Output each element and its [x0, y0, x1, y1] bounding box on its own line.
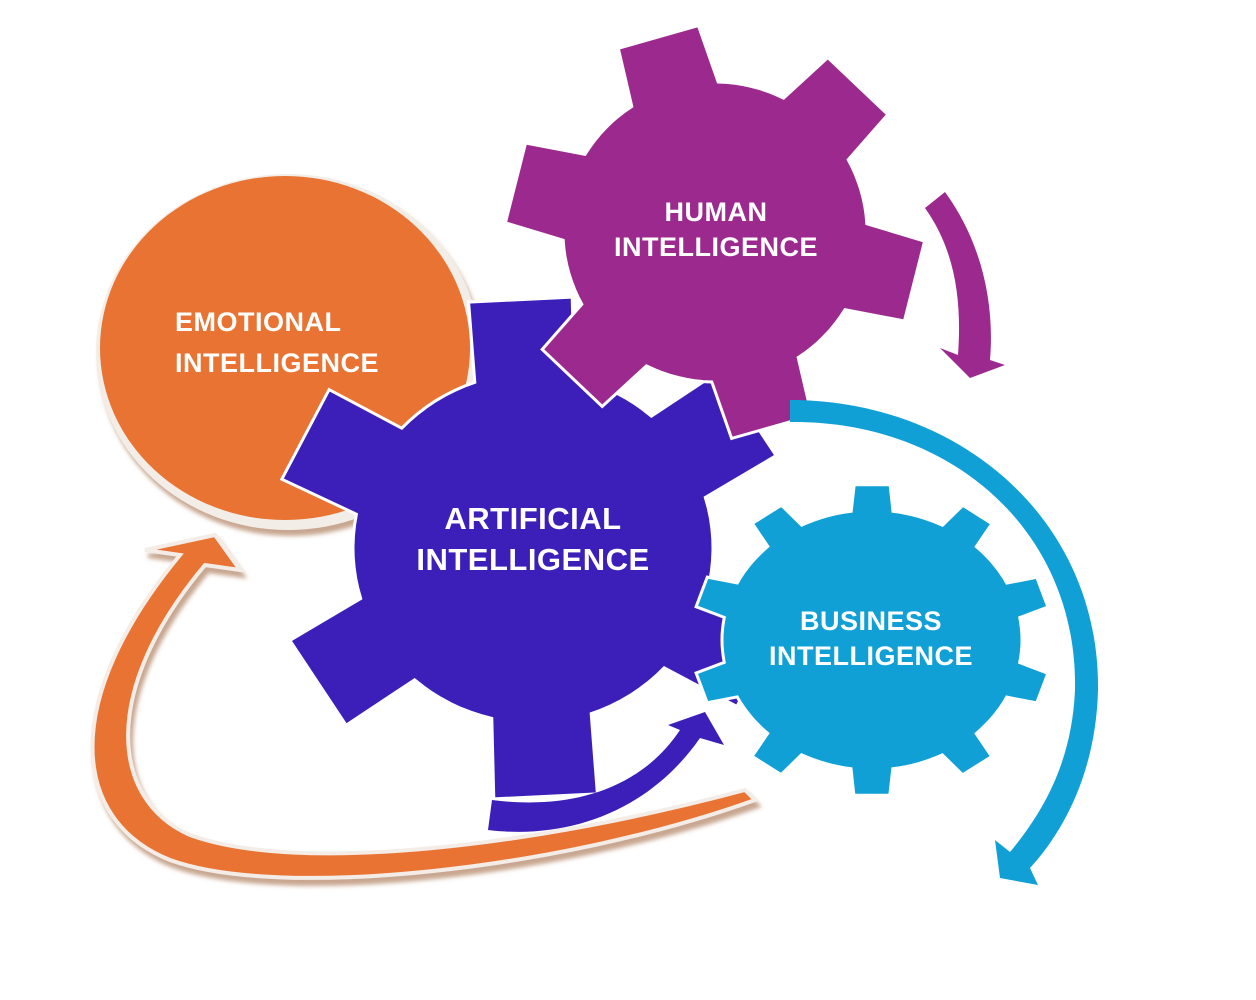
purple-rotation-arrow: [925, 192, 1005, 378]
artificial-label-line1: ARTIFICIAL: [444, 501, 621, 536]
emotional-label-line2: INTELLIGENCE: [175, 348, 379, 378]
artificial-label-line2: INTELLIGENCE: [416, 542, 649, 577]
emotional-label-line1: EMOTIONAL: [175, 307, 342, 337]
indigo-rotation-arrow: [488, 712, 724, 832]
human-intelligence-gear: [503, 23, 927, 441]
artificial-intelligence-gear: [279, 295, 787, 801]
orange-cycle-arrow: [90, 532, 759, 880]
human-label-line2: INTELLIGENCE: [614, 232, 818, 262]
business-label-line2: INTELLIGENCE: [769, 641, 973, 671]
human-label-line1: HUMAN: [665, 197, 768, 227]
blue-rotation-arrow: [790, 400, 1099, 885]
business-intelligence-gear: [694, 483, 1050, 797]
business-label-line1: BUSINESS: [800, 606, 942, 636]
